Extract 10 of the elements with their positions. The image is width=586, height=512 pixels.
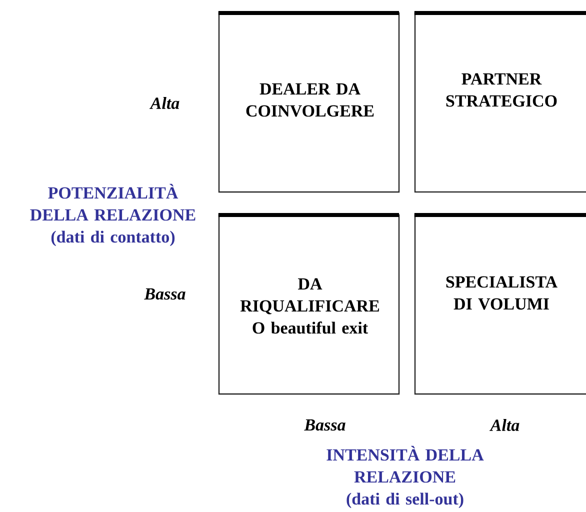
- quadrant-box: SPECIALISTA DI VOLUMI: [414, 213, 586, 395]
- quadrant-box: PARTNER STRATEGICO: [414, 11, 586, 193]
- level-label: Bassa: [144, 288, 186, 300]
- quadrant-box: DEALER DA COINVOLGERE: [218, 11, 400, 193]
- axis-title: INTENSITÀ DELLA RELAZIONE (dati di sell-out): [326, 446, 484, 508]
- level-label: Bassa: [304, 419, 346, 431]
- level-label: Alta: [149, 97, 180, 109]
- level-label: Alta: [489, 419, 520, 431]
- axis-title: POTENZIALITÀ DELLA RELAZIONE (dati di contatto): [30, 184, 196, 246]
- quadrant-box: DA RIQUALIFICARE O beautiful exit: [218, 213, 400, 395]
